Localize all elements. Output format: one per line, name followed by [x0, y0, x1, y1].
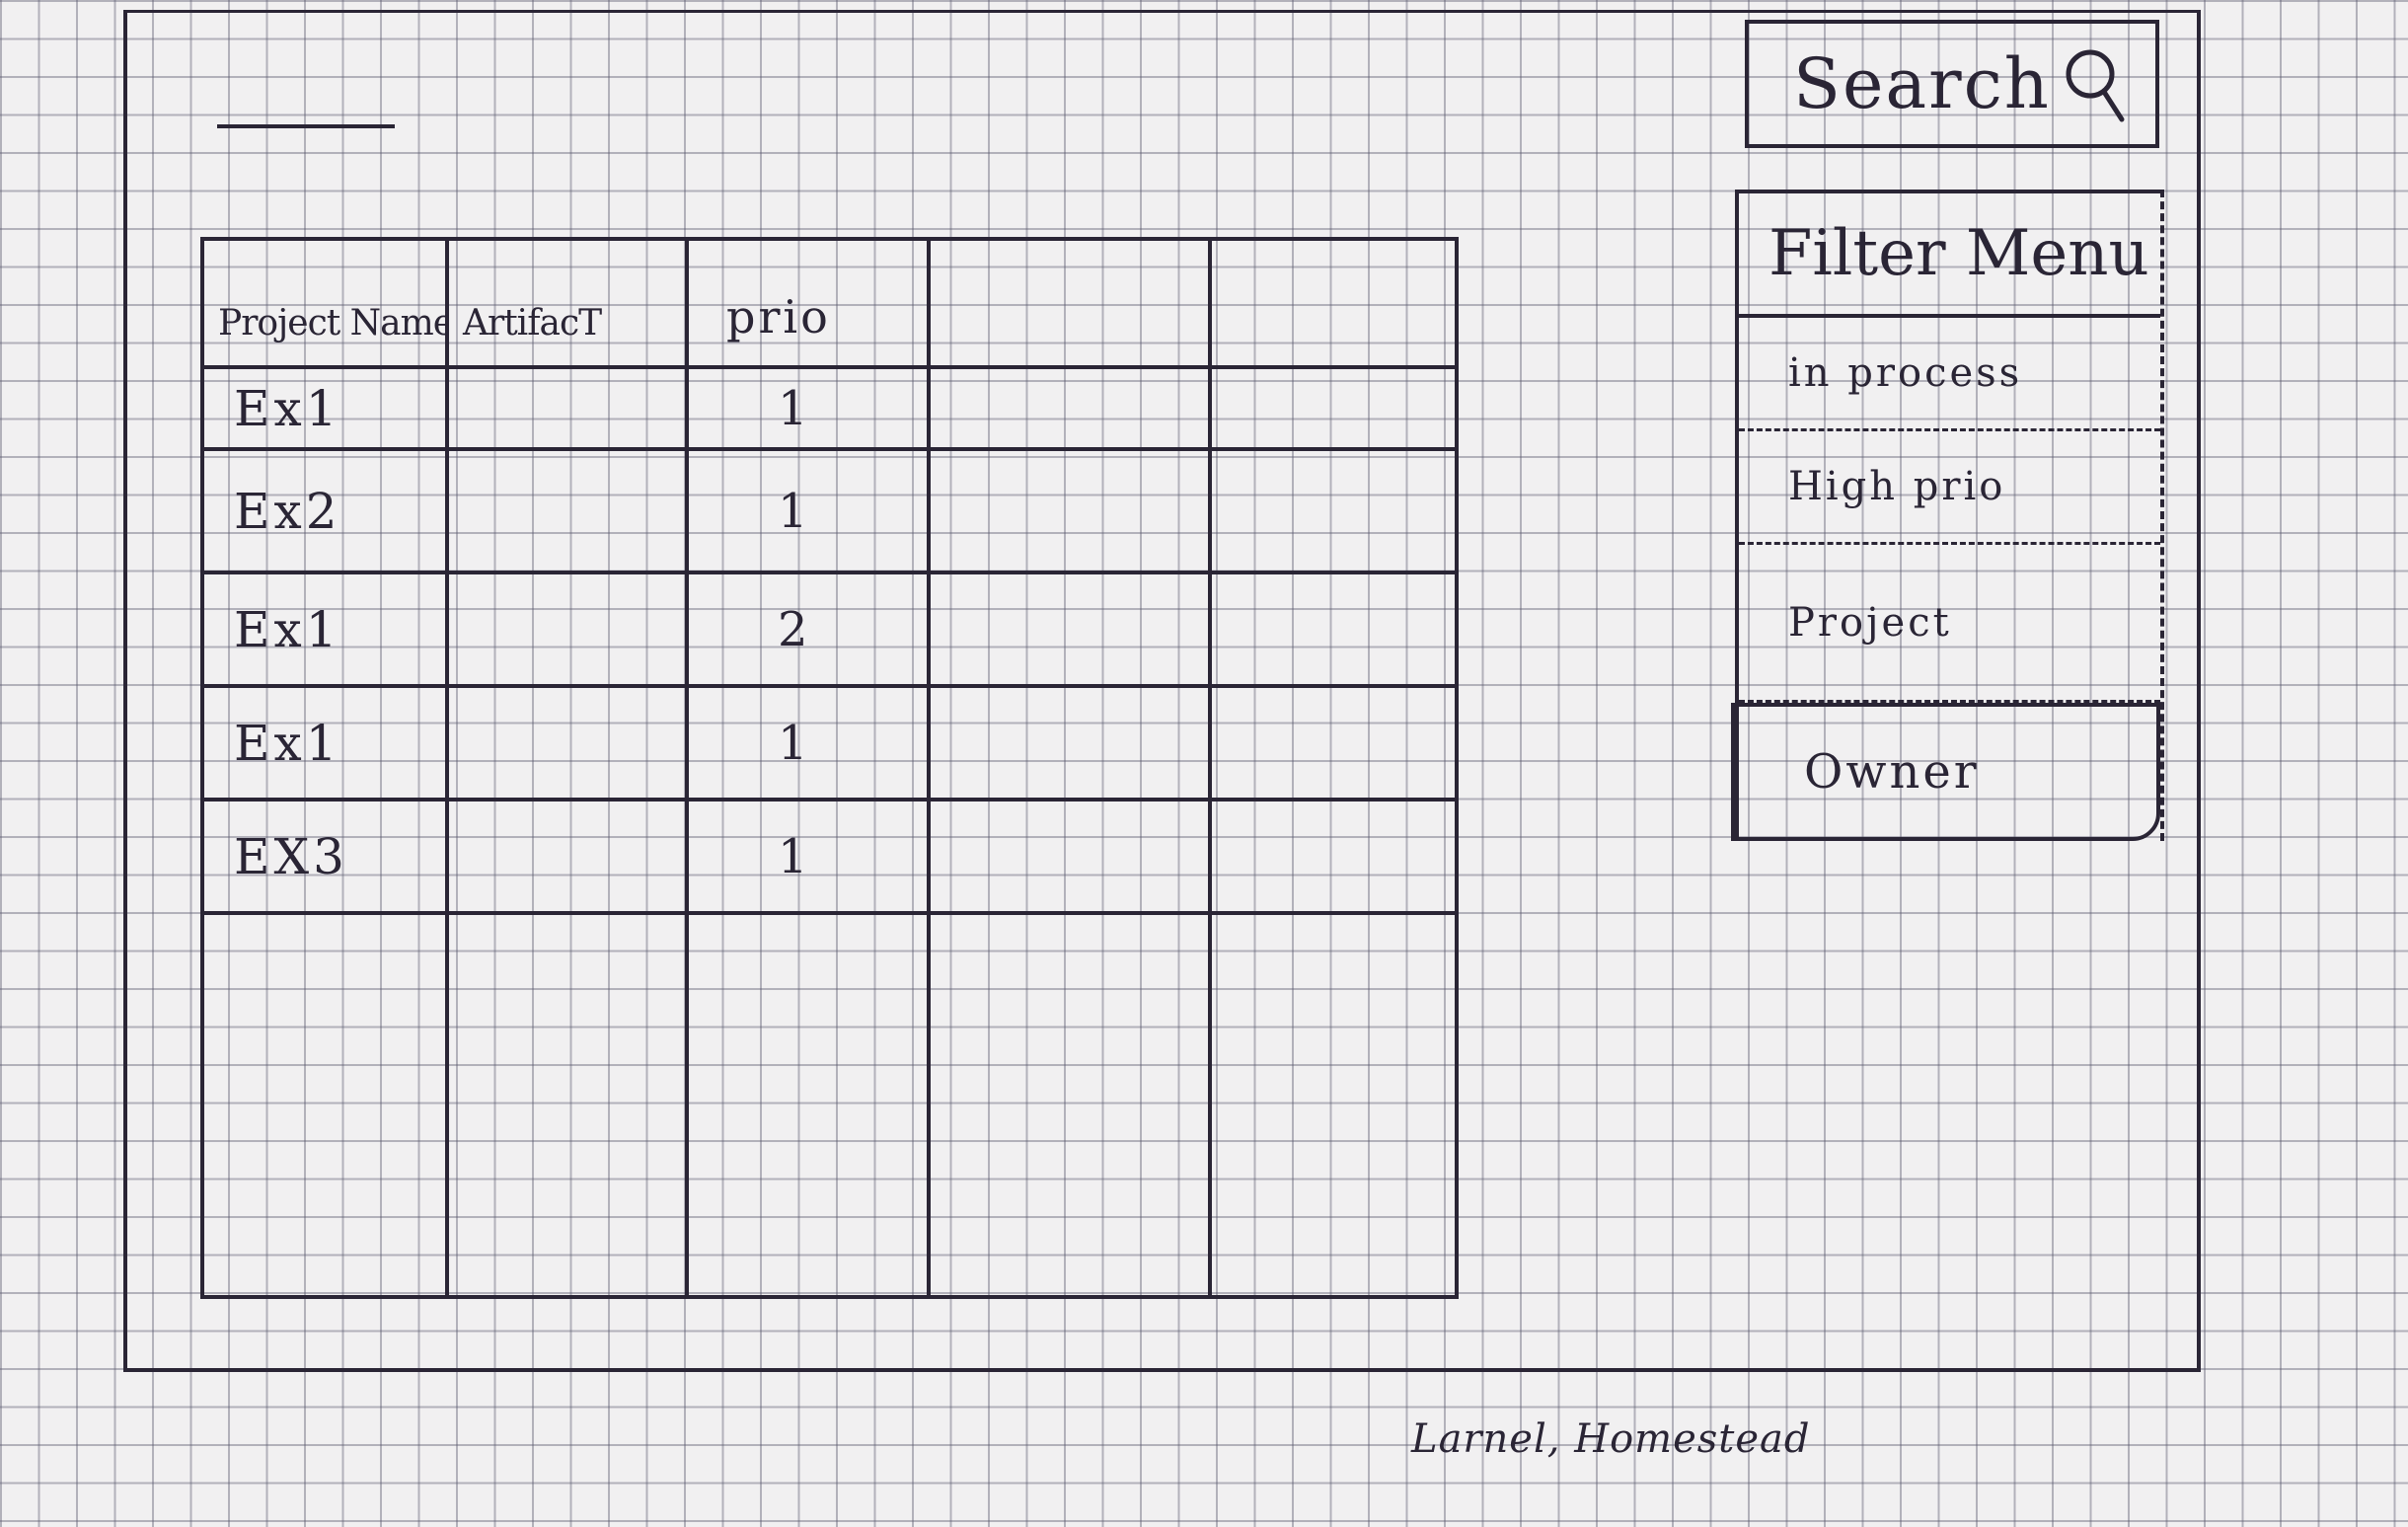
- search-label: Search: [1793, 43, 2051, 124]
- column-header-project-name[interactable]: Project Name: [204, 241, 449, 369]
- table-empty-area: [689, 915, 931, 1295]
- search-icon[interactable]: [2063, 44, 2126, 123]
- table-row-artifact: [449, 451, 689, 574]
- table-row-empty: [1212, 688, 1455, 802]
- app-window-frame: [123, 10, 2201, 1372]
- projects-table: Project Name ArtifacT prio Ex1 1 Ex2 1 E…: [200, 237, 1459, 1299]
- table-empty-area: [1212, 915, 1455, 1295]
- author-signature: Larnel, Homestead: [1411, 1416, 1811, 1462]
- column-header-empty-5: [1212, 241, 1455, 369]
- table-row-empty: [931, 688, 1212, 802]
- table-row-project-name[interactable]: Ex1: [204, 574, 449, 688]
- table-row-empty: [931, 574, 1212, 688]
- table-row-project-name[interactable]: Ex1: [204, 688, 449, 802]
- filter-item-high-prio[interactable]: High prio: [1739, 431, 2160, 545]
- table-row-project-name[interactable]: EX3: [204, 802, 449, 915]
- table-row-empty: [1212, 802, 1455, 915]
- table-row-artifact: [449, 574, 689, 688]
- column-header-prio[interactable]: prio: [689, 241, 931, 369]
- table-row-empty: [931, 451, 1212, 574]
- table-row-prio: 1: [689, 451, 931, 574]
- table-row-project-name[interactable]: Ex1: [204, 369, 449, 451]
- column-header-artifact[interactable]: ArtifacT: [449, 241, 689, 369]
- page-title-placeholder: [217, 124, 395, 128]
- filter-menu-title[interactable]: Filter Menu: [1739, 190, 2160, 318]
- table-row-prio: 1: [689, 802, 931, 915]
- table-row-artifact: [449, 688, 689, 802]
- filter-item-project[interactable]: Project: [1739, 545, 2160, 703]
- table-empty-area: [204, 915, 449, 1295]
- table-row-project-name[interactable]: Ex2: [204, 451, 449, 574]
- filter-menu: Filter Menu in process High prio Project…: [1731, 190, 2164, 841]
- column-header-empty-4: [931, 241, 1212, 369]
- table-empty-area: [931, 915, 1212, 1295]
- table-empty-area: [449, 915, 689, 1295]
- table-row-prio: 2: [689, 574, 931, 688]
- search-input[interactable]: Search: [1745, 20, 2159, 148]
- table-row-empty: [931, 369, 1212, 451]
- table-row-empty: [1212, 369, 1455, 451]
- filter-item-owner[interactable]: Owner: [1731, 703, 2160, 841]
- table-row-prio: 1: [689, 369, 931, 451]
- table-row-empty: [931, 802, 1212, 915]
- filter-item-in-process[interactable]: in process: [1739, 318, 2160, 431]
- table-row-artifact: [449, 802, 689, 915]
- table-row-prio: 1: [689, 688, 931, 802]
- table-row-empty: [1212, 574, 1455, 688]
- table-row-empty: [1212, 451, 1455, 574]
- table-row-artifact: [449, 369, 689, 451]
